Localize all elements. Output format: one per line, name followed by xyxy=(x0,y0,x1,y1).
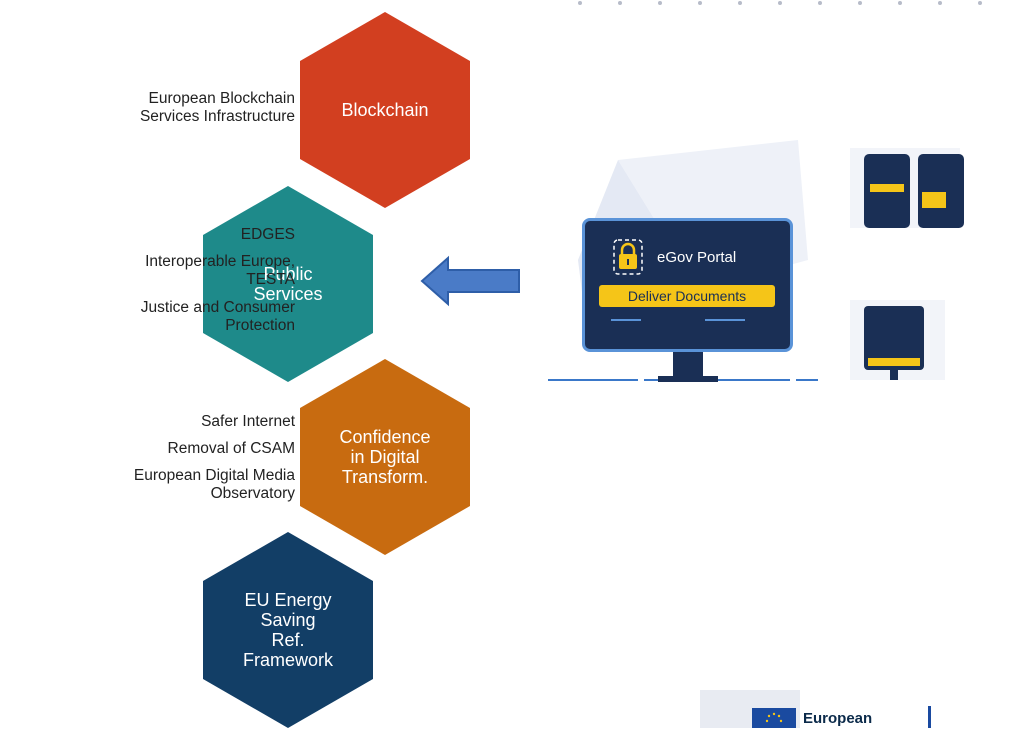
phone-mockup xyxy=(864,154,910,228)
label-edges: EDGES xyxy=(240,226,295,243)
screen-line xyxy=(611,319,641,321)
hexagon-label: EU Energy Saving Ref. Framework xyxy=(242,590,333,670)
screen-line xyxy=(705,319,745,321)
hexagon-label: Blockchain xyxy=(341,100,429,120)
phone-mockup xyxy=(918,154,964,228)
portal-title: eGov Portal xyxy=(657,249,737,266)
device-bar xyxy=(868,358,920,366)
lock-icon xyxy=(613,239,643,275)
left-arrow-icon xyxy=(420,255,520,307)
label-edmo: European Digital Media Observatory xyxy=(133,467,295,502)
label-safer-internet: Safer Internet xyxy=(201,413,295,430)
eu-flag-icon xyxy=(752,708,796,728)
logo-divider xyxy=(928,706,931,728)
phones-illustration xyxy=(850,148,964,228)
hexagon-label: Public Services xyxy=(253,264,323,304)
hexagon-confidence-digital: Confidence in Digital Transform. xyxy=(300,359,470,555)
label-removal-csam: Removal of CSAM xyxy=(167,440,295,457)
logo-text: European xyxy=(803,710,873,727)
device-illustration xyxy=(850,300,945,380)
label-ebsi: European Blockchain Services Infrastruct… xyxy=(139,90,295,125)
phone-bar xyxy=(922,192,946,208)
phone-bar xyxy=(870,184,904,192)
hexagon-blockchain: Blockchain xyxy=(300,12,470,208)
device-stand xyxy=(890,370,898,380)
hexagon-energy-saving: EU Energy Saving Ref. Framework xyxy=(203,532,373,728)
monitor-screen: eGov Portal Deliver Documents xyxy=(582,218,793,352)
label-interoperable-europe: Interoperable Europe, TESTA xyxy=(145,253,295,288)
deliver-documents-button: Deliver Documents xyxy=(599,285,775,307)
egov-illustration: eGov Portal Deliver Documents xyxy=(548,120,828,390)
decorative-dots xyxy=(560,0,1015,8)
label-justice-consumer: Justice and Consumer Protection xyxy=(140,299,295,334)
hexagon-label: Confidence in Digital Transform. xyxy=(339,427,431,487)
device-mockup xyxy=(864,306,924,370)
